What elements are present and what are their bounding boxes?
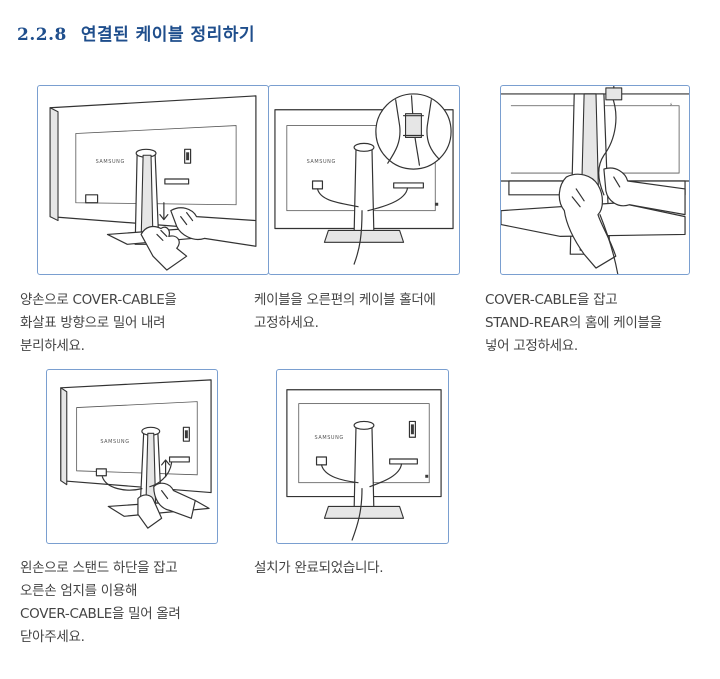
step-4-drawing: SAMSUNG xyxy=(60,379,212,529)
step-2-brand-label: SAMSUNG xyxy=(307,159,336,165)
step-3-drawing: ⚡ xyxy=(501,86,689,274)
step-5-brand-label: SAMSUNG xyxy=(315,435,344,441)
svg-text:⚡: ⚡ xyxy=(669,102,673,108)
step-2-caption: 케이블을 오른편의 케이블 홀더에 고정하세요. xyxy=(254,292,436,331)
step-2-drawing: SAMSUNG xyxy=(274,93,454,265)
step-3-illustration: ⚡ xyxy=(500,85,690,275)
step-2-illustration: SAMSUNG xyxy=(268,85,460,275)
step-4-illustration: SAMSUNG xyxy=(46,369,218,544)
step-1-drawing: SAMSUNG xyxy=(49,95,257,271)
step-1-caption: 양손으로 COVER-CABLE을 화살표 방향으로 밀어 내려 분리하세요. xyxy=(20,292,177,354)
step-4-brand-label: SAMSUNG xyxy=(100,439,129,445)
step-3-caption: COVER-CABLE을 잡고 STAND-REAR의 홈에 케이블을 넣어 고… xyxy=(485,292,662,354)
section-heading: 2.2.8 연결된 케이블 정리하기 xyxy=(17,20,255,45)
step-5-caption: 설치가 완료되었습니다. xyxy=(254,560,384,576)
section-title: 연결된 케이블 정리하기 xyxy=(80,25,256,45)
step-1-illustration: SAMSUNG xyxy=(37,85,269,275)
step-4-caption: 왼손으로 스탠드 하단을 잡고 오른손 엄지를 이용해 COVER-CABLE을… xyxy=(20,560,181,645)
step-5-illustration: SAMSUNG xyxy=(276,369,449,544)
step-1-brand-label: SAMSUNG xyxy=(96,159,125,165)
section-number: 2.2.8 xyxy=(17,25,67,45)
step-5-drawing: SAMSUNG xyxy=(286,389,442,541)
